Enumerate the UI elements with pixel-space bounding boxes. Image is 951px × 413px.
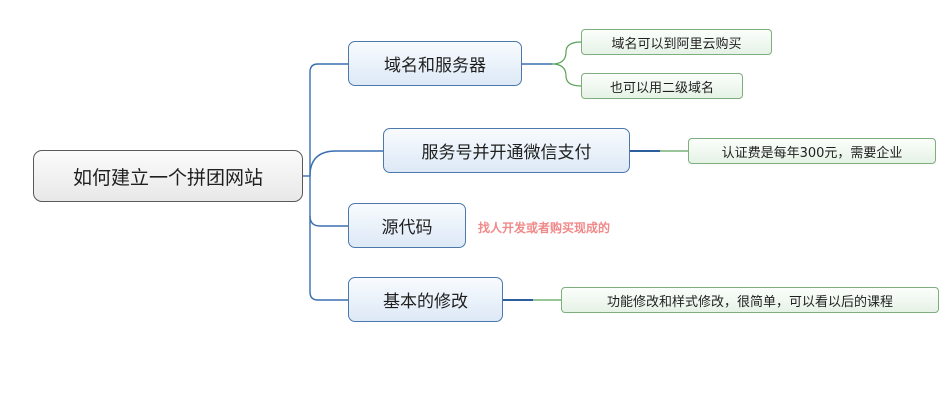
connector-leaf-1a (551, 41, 582, 65)
branch-service-account-wechat-pay[interactable]: 服务号并开通微信支付 (383, 128, 630, 173)
connector-branch-2 (309, 150, 383, 177)
branch-domain-server[interactable]: 域名和服务器 (348, 41, 522, 86)
branch-source-code-label: 源代码 (381, 218, 433, 238)
branch-basic-modification-label: 基本的修改 (383, 292, 468, 312)
leaf-certification-fee[interactable]: 认证费是每年300元，需要企业 (688, 138, 936, 164)
note-source-code: 找人开发或者购买现成的 (478, 221, 611, 235)
branch-source-code[interactable]: 源代码 (348, 203, 466, 248)
leaf-certification-fee-label: 认证费是每年300元，需要企业 (721, 145, 903, 161)
leaf-modification-details-label: 功能修改和样式修改，很简单，可以看以后的课程 (606, 294, 893, 310)
leaf-second-level-domain-label: 也可以用二级域名 (609, 80, 714, 96)
leaf-buy-domain-aliyun[interactable]: 域名可以到阿里云购买 (581, 29, 772, 55)
connector-trunk (309, 63, 319, 301)
connector-branch-3 (309, 215, 348, 227)
leaf-modification-details[interactable]: 功能修改和样式修改，很简单，可以看以后的课程 (561, 287, 939, 313)
root-topic[interactable]: 如何建立一个拼团网站 (33, 150, 303, 202)
branch-service-account-wechat-pay-label: 服务号并开通微信支付 (421, 143, 592, 163)
root-topic-label: 如何建立一个拼团网站 (72, 166, 263, 189)
branch-basic-modification[interactable]: 基本的修改 (348, 277, 503, 322)
branch-domain-server-label: 域名和服务器 (384, 56, 486, 76)
connector-leaf-1b (551, 63, 582, 87)
leaf-second-level-domain[interactable]: 也可以用二级域名 (581, 73, 743, 99)
leaf-buy-domain-aliyun-label: 域名可以到阿里云购买 (611, 36, 742, 52)
